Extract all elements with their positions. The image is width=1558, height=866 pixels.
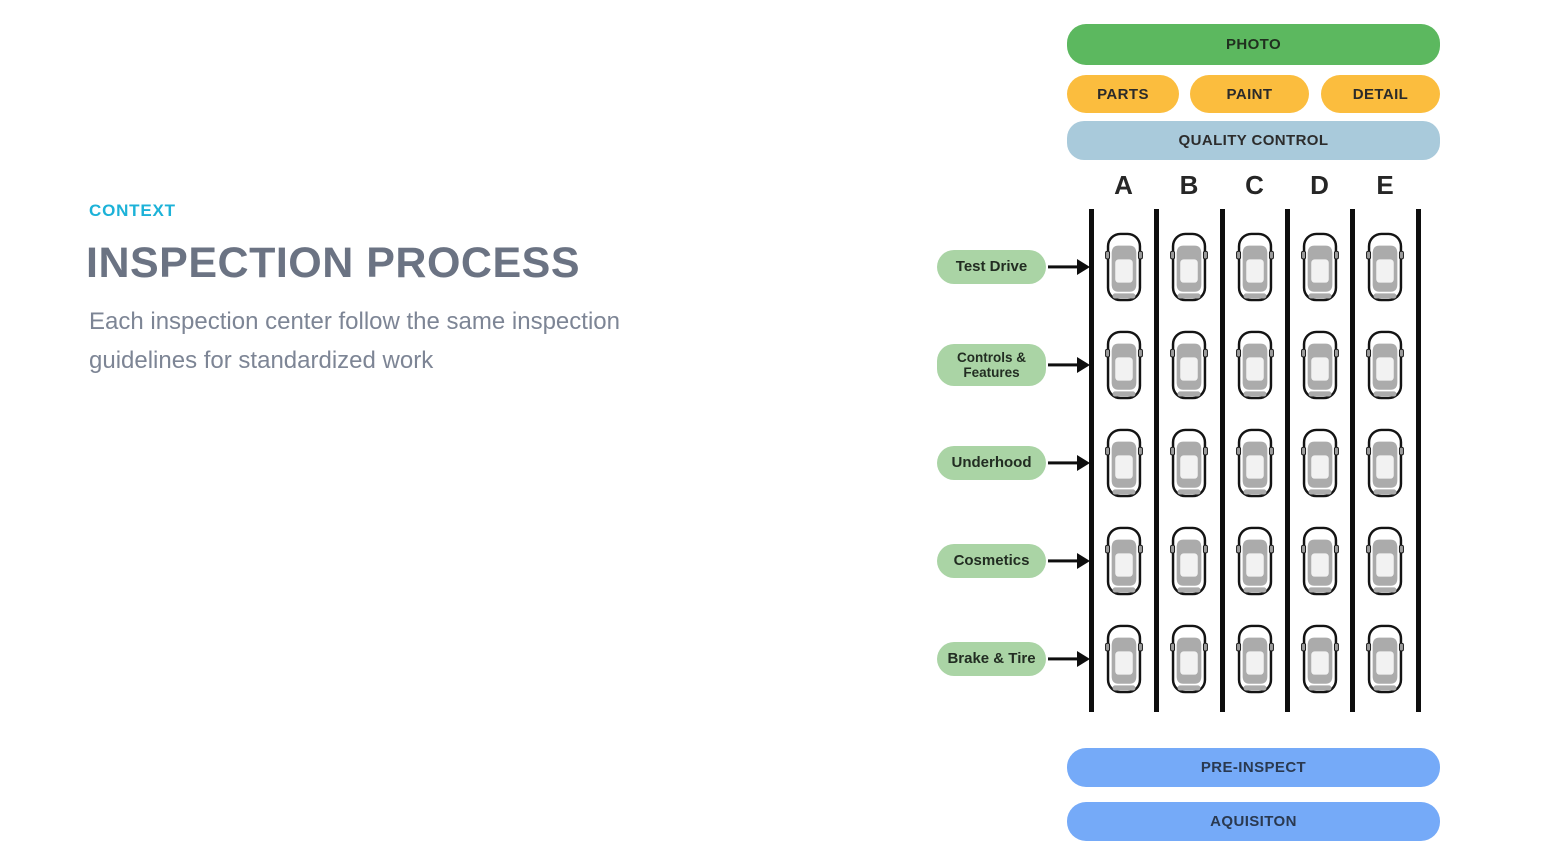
lane-letter-d: D [1310, 170, 1329, 200]
lane-divider-line [1219, 209, 1225, 712]
car-icon [1235, 426, 1274, 500]
station-arrow-head-icon [1077, 651, 1090, 667]
station-arrow-line [1048, 363, 1079, 367]
car-icon [1366, 328, 1404, 402]
station-arrow-line [1048, 265, 1079, 269]
car-icon [1104, 426, 1143, 500]
car-icon [1300, 328, 1339, 402]
station-arrow-head-icon [1077, 259, 1090, 275]
car-icon [1170, 230, 1208, 304]
page-title: INSPECTION PROCESS [86, 239, 581, 287]
page-subtitle: Each inspection center follow the same i… [89, 308, 620, 374]
car-icon [1235, 524, 1274, 598]
station-pill-cosmetics: Cosmetics [937, 544, 1046, 578]
lane-divider-line [1284, 209, 1290, 712]
station-pill-underhood: Underhood [937, 446, 1046, 480]
car-icon [1235, 230, 1274, 304]
station-pill-test-drive: Test Drive [937, 250, 1046, 284]
car-icon [1366, 426, 1404, 500]
car-icon [1235, 622, 1274, 696]
car-icon [1104, 622, 1143, 696]
car-icon [1300, 622, 1339, 696]
car-icon [1170, 524, 1208, 598]
car-icon [1104, 328, 1143, 402]
detail-stage-pill: DETAIL [1321, 75, 1440, 113]
car-icon [1366, 524, 1404, 598]
car-icon [1104, 230, 1143, 304]
parts-stage-pill: PARTS [1067, 75, 1179, 113]
station-arrow-head-icon [1077, 455, 1090, 471]
car-icon [1104, 524, 1143, 598]
station-arrow-head-icon [1077, 553, 1090, 569]
lane-divider-line [1088, 209, 1094, 712]
lane-divider-line [1153, 209, 1159, 712]
car-icon [1366, 622, 1404, 696]
lane-letter-b: B [1179, 170, 1199, 200]
lane-letter-e: E [1376, 170, 1394, 200]
lane-letter-a: A [1114, 170, 1133, 200]
car-icon [1170, 622, 1208, 696]
car-icon [1366, 230, 1404, 304]
car-icon [1170, 426, 1208, 500]
context-label: CONTEXT [89, 201, 176, 220]
station-pill-controls-and-features: Controls & Features [937, 344, 1046, 386]
station-arrow-line [1048, 461, 1079, 465]
station-pill-brake-and-tire: Brake & Tire [937, 642, 1046, 676]
car-icon [1170, 328, 1208, 402]
lane-letter-c: C [1245, 170, 1264, 200]
car-icon [1300, 426, 1339, 500]
paint-stage-pill: PAINT [1190, 75, 1309, 113]
pre-inspect-bar: PRE-INSPECT [1067, 748, 1440, 787]
station-arrow-head-icon [1077, 357, 1090, 373]
car-icon [1300, 230, 1339, 304]
station-arrow-line [1048, 657, 1079, 661]
quality-control-bar: QUALITY CONTROL [1067, 121, 1440, 160]
car-icon [1300, 524, 1339, 598]
aquisiton-bar: AQUISITON [1067, 802, 1440, 841]
car-icon [1235, 328, 1274, 402]
photo-stage-bar: PHOTO [1067, 24, 1440, 65]
lane-divider-line [1349, 209, 1355, 712]
lane-divider-line [1415, 209, 1421, 712]
station-arrow-line [1048, 559, 1079, 563]
